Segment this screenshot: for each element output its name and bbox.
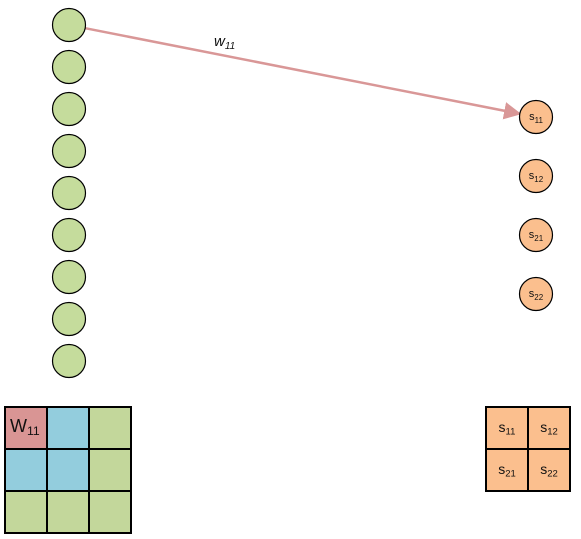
- output-node-label: s11: [529, 111, 543, 125]
- weight-grid-cell: W11: [5, 407, 47, 449]
- output-layer: s11 s12 s21 s22: [518, 99, 554, 312]
- weight-grid-cell: [89, 491, 131, 533]
- edge-layer: w11: [84, 26, 522, 120]
- output-node: [518, 217, 554, 253]
- output-node: [518, 99, 554, 135]
- weight-grid-cell: [89, 407, 131, 449]
- output-node: [518, 158, 554, 194]
- weight-grid-cell: [5, 449, 47, 491]
- input-node: [51, 91, 87, 127]
- weight-grid-cell: [5, 491, 47, 533]
- cell-label: s21: [498, 460, 516, 480]
- edge-label: w11: [214, 33, 235, 52]
- output-grid-cell: s22: [528, 449, 570, 491]
- output-node: [518, 276, 554, 312]
- output-grid-cell: s12: [528, 407, 570, 449]
- cell-label: s12: [540, 418, 558, 438]
- output-node-label: s22: [529, 288, 544, 302]
- network-diagram: w11 s11 s12 s21 s22: [51, 7, 554, 379]
- output-grid: s11 s12 s21 s22: [485, 406, 571, 492]
- cell-label: s11: [498, 418, 516, 438]
- input-node: [51, 49, 87, 85]
- input-node: [51, 343, 87, 379]
- output-node-label: s12: [529, 170, 544, 184]
- cell-label: W11: [10, 416, 40, 439]
- input-layer: [51, 7, 87, 379]
- cell-label: s22: [540, 460, 558, 480]
- output-grid-cell: s11: [486, 407, 528, 449]
- weight-grid-cell: [47, 491, 89, 533]
- output-node-label: s21: [529, 229, 544, 243]
- weight-grid-cell: [47, 449, 89, 491]
- input-node: [51, 259, 87, 295]
- input-node: [51, 217, 87, 253]
- input-node: [51, 133, 87, 169]
- input-node: [51, 175, 87, 211]
- weight-grid: W11: [4, 406, 132, 534]
- output-grid-cell: s21: [486, 449, 528, 491]
- weight-edge: [84, 26, 522, 120]
- input-node: [51, 7, 87, 43]
- input-node: [51, 301, 87, 337]
- weight-grid-cell: [89, 449, 131, 491]
- weight-grid-cell: [47, 407, 89, 449]
